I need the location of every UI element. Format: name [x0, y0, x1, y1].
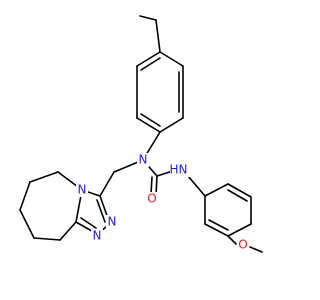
- atom-carbonyl-o: O: [147, 192, 156, 206]
- bond-ethyl-ch2: [155, 19, 161, 53]
- molecule-svg: N H N O N N N O: [19, 15, 263, 253]
- bond-carbonyl-double-a: [155, 175, 158, 196]
- atom-amide-n: N: [179, 163, 188, 177]
- bond-ch2-to-triazole: [99, 171, 115, 197]
- label-bg-amide-n: [170, 163, 190, 177]
- atom-methoxy-o: O: [238, 238, 247, 252]
- bond-methoxy-o-to-ch3: [249, 246, 263, 253]
- label-bg-amine-n: [137, 153, 149, 167]
- bond-carbonyl-double-b: [150, 176, 153, 195]
- bond-ring-to-methoxy-o: [227, 235, 237, 245]
- atom-triazole-n-a: N: [93, 229, 102, 243]
- azepane-ring: [19, 171, 83, 241]
- atom-amide-h: H: [169, 163, 178, 177]
- atom-amine-n: N: [139, 153, 148, 167]
- label-bg-triazole-n-b: [106, 215, 118, 229]
- bond-ethyl-ch3: [139, 15, 157, 21]
- label-bg-triazole-ring-n: [76, 183, 88, 197]
- molecule-structure-diagram: N H N O N N N O: [19, 15, 263, 253]
- label-bg-methoxy-o: [237, 238, 249, 252]
- bond-amide-n-to-ring: [187, 175, 206, 197]
- label-bg-triazole-n-a: [91, 229, 103, 243]
- atom-triazole-ring-n: N: [78, 183, 87, 197]
- label-bg-carbonyl-o: [146, 192, 158, 206]
- ethylphenyl-ring: [136, 51, 184, 133]
- atom-triazole-n-b: N: [108, 215, 117, 229]
- methoxyphenyl-ring: [204, 183, 252, 237]
